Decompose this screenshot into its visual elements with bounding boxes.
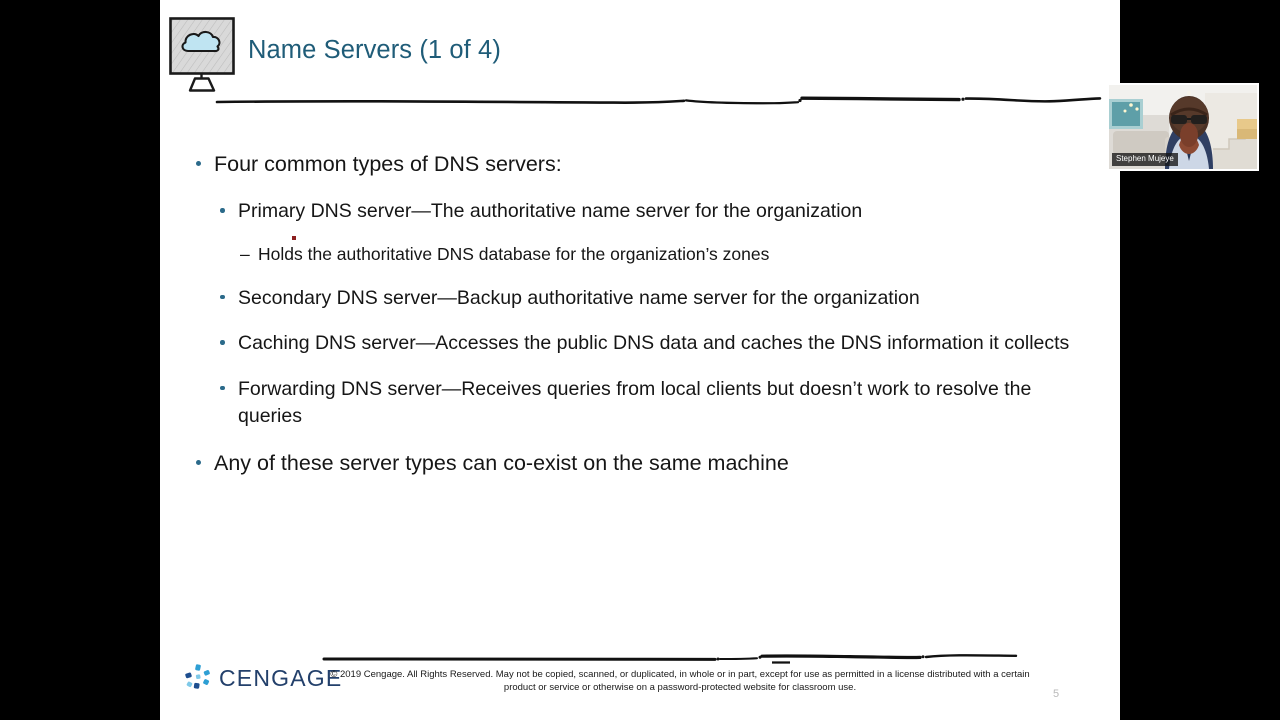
copyright-line-2: distributed with a certain product or se…	[503, 669, 1030, 693]
monitor-cloud-icon	[168, 16, 236, 94]
slide-number: 5	[1053, 688, 1060, 700]
slide-title-row: Name Servers (1 of 4)	[168, 16, 501, 94]
cengage-wordmark: CENGAGE	[219, 664, 343, 691]
bullet-coexist: Any of these server types can co-exist o…	[192, 449, 1120, 477]
copyright-notice: © 2019 Cengage. All Rights Reserved. May…	[330, 668, 1030, 694]
bullet-forwarding-dns: Forwarding DNS server—Receives queries f…	[216, 376, 1038, 431]
copyright-line-1: © 2019 Cengage. All Rights Reserved. May…	[330, 669, 925, 680]
participant-video-tile[interactable]: Stephen Mujeye	[1107, 83, 1259, 171]
bullet-primary-dns: Primary DNS server—The authoritative nam…	[216, 198, 1120, 226]
page-title: Name Servers (1 of 4)	[248, 36, 501, 64]
participant-name-label: Stephen Mujeye	[1112, 153, 1178, 166]
cengage-dots-logo-icon	[183, 663, 213, 693]
slide-body: Four common types of DNS servers: Primar…	[160, 150, 1120, 477]
bullet-lead: Four common types of DNS servers:	[192, 150, 1120, 178]
bullet-secondary-dns: Secondary DNS server—Backup authoritativ…	[216, 285, 1120, 313]
bullet-caching-dns: Caching DNS server—Accesses the public D…	[216, 330, 1094, 358]
bullet-primary-sub: Holds the authoritative DNS database for…	[240, 241, 1120, 267]
annotation-dot	[292, 236, 296, 240]
cengage-logo: CENGAGE	[183, 661, 342, 695]
presentation-slide: Name Servers (1 of 4) Four common types …	[160, 0, 1120, 720]
